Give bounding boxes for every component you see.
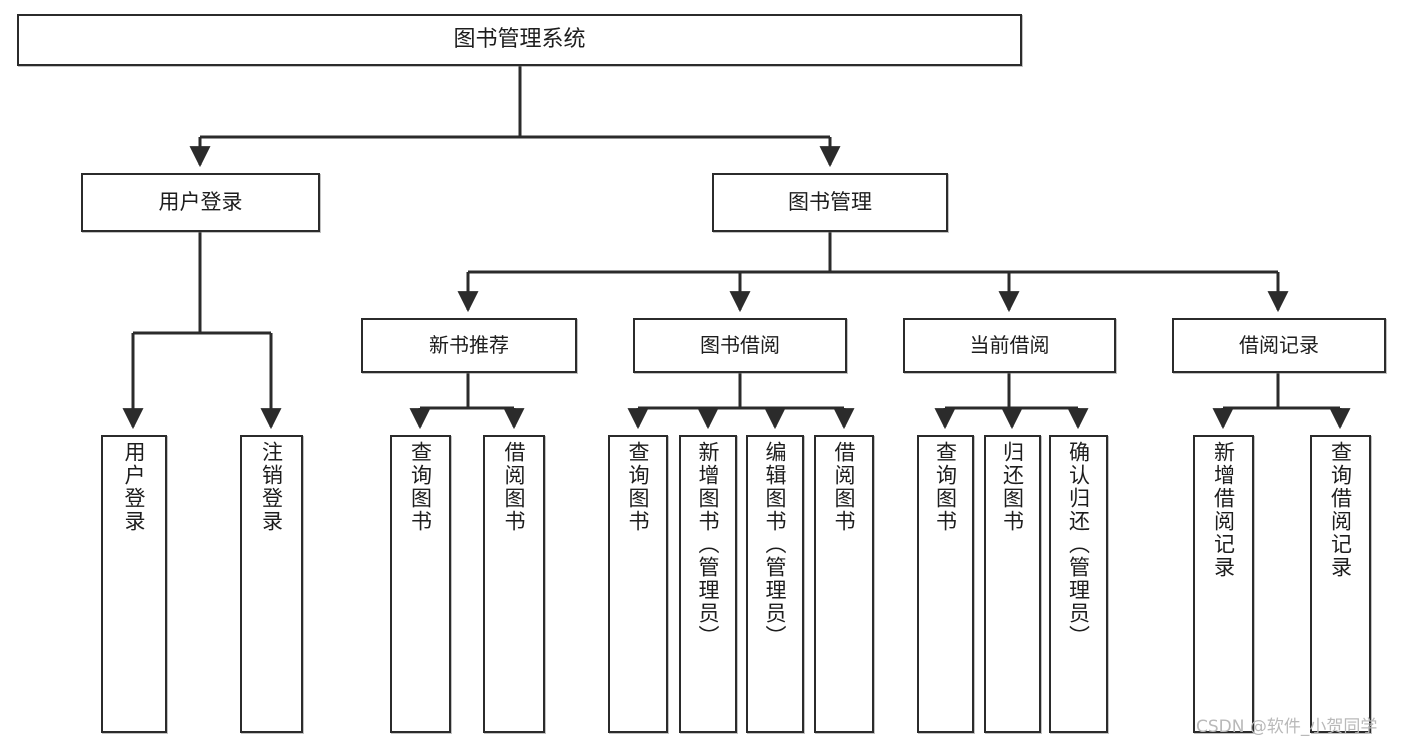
node-level3-借阅记录[interactable]: 借阅记录	[1172, 318, 1386, 373]
node-leaf-label: 编辑图书（管理员）	[763, 441, 788, 648]
node-leaf-确认归还管理员[interactable]: 确认归还（管理员）	[1049, 435, 1108, 733]
node-leaf-新增图书管理员[interactable]: 新增图书（管理员）	[679, 435, 737, 733]
node-leaf-用户登录[interactable]: 用户登录	[101, 435, 167, 733]
node-leaf-label: 查询图书	[626, 441, 651, 533]
node-leaf-查询图书[interactable]: 查询图书	[390, 435, 451, 733]
node-level2-图书管理[interactable]: 图书管理	[712, 173, 948, 232]
node-leaf-label: 查询借阅记录	[1328, 441, 1353, 579]
node-leaf-label: 用户登录	[122, 441, 147, 533]
node-leaf-label: 借阅图书	[832, 441, 857, 533]
node-leaf-label: 查询图书	[933, 441, 958, 533]
node-leaf-新增借阅记录[interactable]: 新增借阅记录	[1193, 435, 1254, 733]
node-level3-label: 新书推荐	[429, 332, 509, 357]
node-level2-用户登录[interactable]: 用户登录	[81, 173, 320, 232]
node-level3-label: 当前借阅	[969, 332, 1050, 357]
node-leaf-注销登录[interactable]: 注销登录	[240, 435, 303, 733]
node-root-label: 图书管理系统	[453, 27, 586, 53]
node-level3-当前借阅[interactable]: 当前借阅	[903, 318, 1116, 373]
node-leaf-label: 查询图书	[408, 441, 433, 533]
node-level3-新书推荐[interactable]: 新书推荐	[361, 318, 577, 373]
watermark: CSDN @软件_小贺同学	[1196, 717, 1378, 737]
node-leaf-查询借阅记录[interactable]: 查询借阅记录	[1310, 435, 1371, 733]
node-root[interactable]: 图书管理系统	[17, 14, 1022, 66]
node-leaf-借阅图书[interactable]: 借阅图书	[814, 435, 874, 733]
node-leaf-查询图书[interactable]: 查询图书	[917, 435, 974, 733]
node-level2-label: 用户登录	[158, 190, 243, 215]
node-level3-label: 借阅记录	[1239, 332, 1319, 357]
node-level3-label: 图书借阅	[700, 332, 780, 357]
node-leaf-label: 确认归还（管理员）	[1066, 441, 1091, 648]
node-leaf-查询图书[interactable]: 查询图书	[608, 435, 668, 733]
node-leaf-label: 新增借阅记录	[1211, 441, 1236, 579]
node-leaf-label: 归还图书	[1000, 441, 1025, 533]
node-leaf-归还图书[interactable]: 归还图书	[984, 435, 1041, 733]
node-leaf-label: 新增图书（管理员）	[696, 441, 721, 648]
node-leaf-label: 注销登录	[259, 441, 284, 533]
node-level3-图书借阅[interactable]: 图书借阅	[633, 318, 847, 373]
node-leaf-借阅图书[interactable]: 借阅图书	[483, 435, 545, 733]
node-leaf-label: 借阅图书	[502, 441, 527, 533]
node-leaf-编辑图书管理员[interactable]: 编辑图书（管理员）	[746, 435, 804, 733]
node-level2-label: 图书管理	[788, 190, 872, 215]
